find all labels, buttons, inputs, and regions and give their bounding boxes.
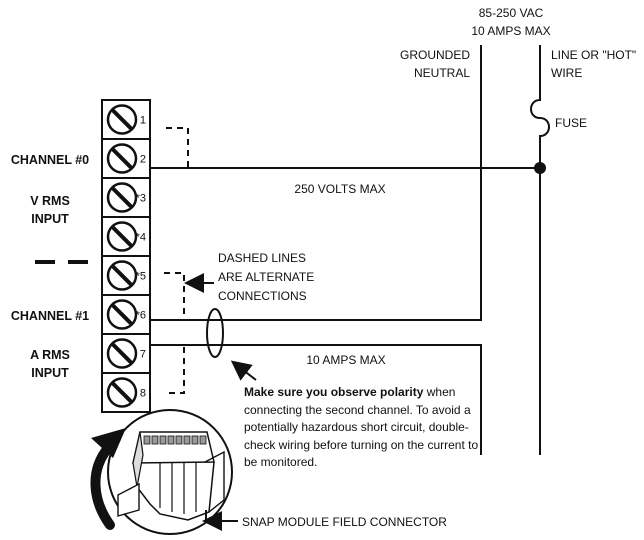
terminal-number-5: *5: [136, 271, 146, 283]
connector-pin: [199, 435, 207, 445]
connector-pin: [183, 435, 191, 445]
neutral-label-line1: GROUNDED: [400, 48, 470, 62]
alt-connection-middle: [164, 272, 185, 320]
supply-voltage-label: 85-250 VAC: [479, 6, 544, 20]
terminal-number-4: *4: [136, 232, 146, 244]
screw-slot: [110, 108, 134, 131]
channel1-wire: [150, 344, 482, 455]
connector-arrowhead: [91, 428, 126, 458]
screw-slot: [110, 342, 134, 365]
dashed-note-line2: ARE ALTERNATE: [218, 270, 314, 284]
vrms-label-line2: INPUT: [31, 212, 69, 226]
alt-connection-top: [166, 127, 189, 168]
connector-curved-arrow: [90, 443, 115, 530]
terminal-number-1: 1: [140, 115, 146, 127]
voltage-max-label: 250 VOLTS MAX: [294, 182, 385, 196]
fuse-label: FUSE: [555, 116, 587, 130]
connector-pin: [159, 435, 167, 445]
connector-pin: [175, 435, 183, 445]
terminal-screws: 1 2 *3 *4 *5 *6 7 8: [102, 104, 150, 408]
polarity-warning-text: when connecting the second channel. To a…: [244, 385, 479, 469]
terminal-number-2: 2: [140, 154, 146, 166]
current-loop: [206, 308, 224, 358]
dashed-note-line3: CONNECTIONS: [218, 289, 307, 303]
terminal-number-8: 8: [140, 388, 146, 400]
screw-slot: [110, 147, 134, 170]
polarity-warning: Make sure you observe polarity when conn…: [244, 384, 484, 472]
alt-connection-bottom: [164, 344, 185, 394]
arms-label-line2: INPUT: [31, 366, 69, 380]
terminal-number-3: *3: [136, 193, 146, 205]
terminal-number-6: *6: [136, 310, 146, 322]
connector-label: SNAP MODULE FIELD CONNECTOR: [242, 515, 447, 529]
dashed-note-line1: DASHED LINES: [218, 251, 306, 265]
connector-pin: [191, 435, 199, 445]
vrms-label-line1: V RMS: [30, 194, 70, 208]
neutral-label-line2: NEUTRAL: [414, 66, 470, 80]
channel0-label: CHANNEL #0: [11, 153, 89, 167]
amps-max-label: 10 AMPS MAX: [306, 353, 385, 367]
screw-slot: [110, 225, 134, 248]
connector-pin: [167, 435, 175, 445]
hot-wire: [150, 45, 550, 169]
screw-slot: [110, 303, 134, 326]
connector-pins: [143, 435, 207, 445]
terminal-number-7: 7: [140, 349, 146, 361]
hot-label-line2: WIRE: [551, 66, 582, 80]
warning-pointer: [230, 360, 257, 381]
screw-slot: [110, 264, 134, 287]
arms-label-line1: A RMS: [30, 348, 70, 362]
snap-connector-drawing: [107, 409, 233, 535]
channel1-label: CHANNEL #1: [11, 309, 89, 323]
neutral-wire: [150, 45, 482, 321]
connector-pin: [151, 435, 159, 445]
screw-slot: [110, 186, 134, 209]
connector-pin: [143, 435, 151, 445]
hot-label-line1: LINE OR "HOT": [551, 48, 636, 62]
screw-slot: [110, 381, 134, 404]
supply-current-label: 10 AMPS MAX: [471, 24, 550, 38]
polarity-warning-bold: Make sure you observe polarity: [244, 385, 424, 399]
